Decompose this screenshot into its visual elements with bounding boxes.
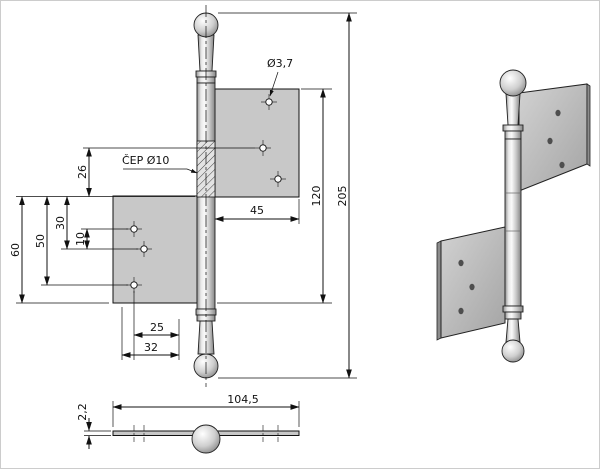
upper-leaf-holes xyxy=(255,94,286,187)
iso-pin-shaft xyxy=(504,138,522,307)
lower-leaf xyxy=(112,195,198,304)
upper-leaf xyxy=(214,88,300,198)
dim-32: 32 xyxy=(121,341,180,358)
dim-25-label: 25 xyxy=(150,321,164,334)
dim-30-label: 30 xyxy=(54,216,67,230)
bottom-view-hole-marks xyxy=(133,425,279,442)
dim-32-label: 32 xyxy=(144,341,158,354)
iso-upper-leaf-edge xyxy=(586,83,591,167)
dim-205-label: 205 xyxy=(336,186,349,207)
dim-26-label: 26 xyxy=(76,165,89,179)
iso-pin-top-ball xyxy=(499,69,527,97)
dim-26: 26 xyxy=(76,147,92,197)
iso-lower-leaf xyxy=(440,226,506,339)
dim-45-label: 45 xyxy=(250,204,264,217)
dim-2-2-label: 2,2 xyxy=(76,403,89,421)
pin-callout: ČEP Ø10 xyxy=(122,154,198,174)
front-view: 205 120 45 26 30 10 50 60 xyxy=(9,5,357,387)
bottom-view: 104,5 2,2 xyxy=(76,393,300,454)
dim-205: 205 xyxy=(336,12,352,379)
dim-60: 60 xyxy=(9,196,25,304)
dim-30: 30 xyxy=(54,196,70,250)
iso-lower-leaf-holes xyxy=(458,259,475,315)
dim-25: 25 xyxy=(133,321,180,338)
hinge-pin xyxy=(193,5,219,387)
pictorial-view xyxy=(436,69,591,363)
iso-pin-bottom-ball xyxy=(501,339,525,363)
pin-ball-bottom-view xyxy=(191,424,221,454)
iso-lower-leaf-edge xyxy=(436,240,442,341)
hole-dia-label: Ø3,7 xyxy=(267,57,293,70)
pin-callout-label: ČEP Ø10 xyxy=(122,154,169,167)
iso-upper-leaf xyxy=(518,83,588,192)
dim-10: 10 xyxy=(74,228,90,250)
hole-dia-callout: Ø3,7 xyxy=(267,57,293,97)
dim-104-5: 104,5 xyxy=(112,393,300,410)
dim-50-label: 50 xyxy=(34,234,47,248)
lower-leaf-holes xyxy=(126,221,152,293)
dim-50: 50 xyxy=(34,196,50,286)
dim-45: 45 xyxy=(214,204,300,222)
iso-upper-leaf-holes xyxy=(547,109,565,169)
extension-lines xyxy=(16,12,357,379)
dim-104-5-label: 104,5 xyxy=(227,393,259,406)
dim-60-label: 60 xyxy=(9,243,22,257)
dim-10-label: 10 xyxy=(74,232,87,246)
iso-pin xyxy=(499,69,527,363)
dim-120: 120 xyxy=(310,88,326,304)
dim-120-label: 120 xyxy=(310,186,323,207)
dim-2-2: 2,2 xyxy=(76,403,111,449)
